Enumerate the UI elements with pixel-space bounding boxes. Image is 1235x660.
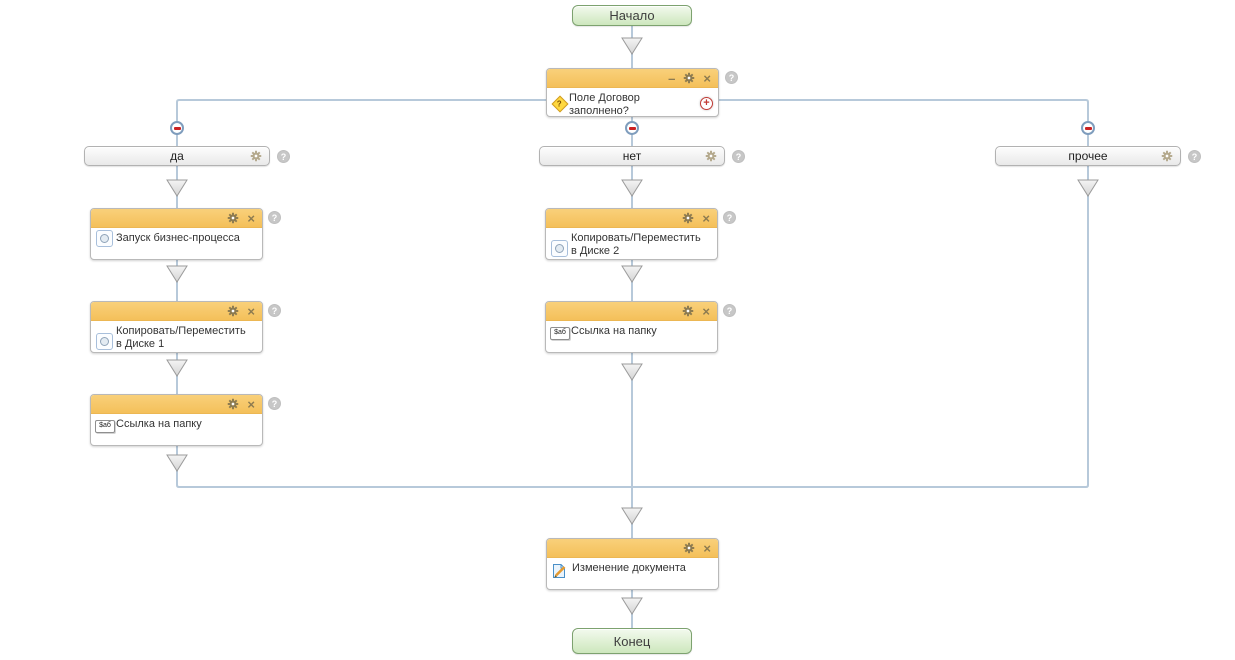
start-node[interactable]: Начало: [572, 5, 692, 26]
block-title: Поле Договор заполнено?: [569, 92, 640, 117]
settings-gear-icon[interactable]: [227, 212, 239, 224]
block-body: Копировать/Переместить в Диске 1: [91, 321, 262, 355]
block-title: Ссылка на папку: [116, 418, 202, 430]
collapse-branch-icon[interactable]: [625, 121, 639, 135]
activity-block[interactable]: × $аб Ссылка на папку: [90, 394, 263, 446]
block-header: – ×: [547, 69, 718, 88]
arrow-down-icon: [621, 597, 643, 615]
arrow-down-icon: [621, 507, 643, 525]
block-header: ×: [91, 209, 262, 228]
block-title: Копировать/Переместить в Диске 1: [116, 325, 246, 350]
arrow-down-icon: [1077, 179, 1099, 197]
block-body: $аб Ссылка на папку: [546, 321, 717, 345]
settings-gear-icon[interactable]: [683, 72, 695, 84]
block-title: Изменение документа: [572, 562, 686, 574]
help-icon[interactable]: ?: [268, 304, 281, 317]
settings-gear-icon[interactable]: [227, 305, 239, 317]
block-body: Копировать/Переместить в Диске 2: [546, 228, 717, 262]
variable-text-icon: $аб: [550, 327, 570, 340]
close-icon[interactable]: ×: [702, 210, 710, 226]
settings-gear-icon[interactable]: [682, 212, 694, 224]
close-icon[interactable]: ×: [247, 396, 255, 412]
arrow-down-icon: [621, 37, 643, 55]
help-icon[interactable]: ?: [277, 150, 290, 163]
arrow-down-icon: [621, 265, 643, 283]
block-title: Запуск бизнес-процесса: [116, 232, 240, 244]
arrow-down-icon: [621, 363, 643, 381]
block-title: Ссылка на папку: [571, 325, 657, 337]
settings-gear-icon[interactable]: [705, 150, 717, 162]
arrow-down-icon: [166, 359, 188, 377]
condition-diamond-icon: ?: [551, 95, 569, 113]
settings-gear-icon[interactable]: [227, 398, 239, 410]
end-node[interactable]: Конец: [572, 628, 692, 654]
branch-label: прочее: [1068, 149, 1108, 163]
branch-label: да: [170, 149, 184, 163]
branch-label: нет: [622, 149, 642, 163]
branch-bar-yes[interactable]: да: [84, 146, 270, 166]
help-icon[interactable]: ?: [725, 71, 738, 84]
block-header: ×: [91, 395, 262, 414]
block-header: ×: [546, 302, 717, 321]
document-edit-icon: [551, 563, 567, 579]
block-header: ×: [547, 539, 718, 558]
block-header: ×: [546, 209, 717, 228]
business-process-icon: [96, 230, 113, 247]
close-icon[interactable]: ×: [247, 210, 255, 226]
block-body: $аб Ссылка на папку: [91, 414, 262, 438]
add-branch-icon[interactable]: +: [700, 97, 713, 110]
collapse-branch-icon[interactable]: [1081, 121, 1095, 135]
branch-bar-no[interactable]: нет: [539, 146, 725, 166]
close-icon[interactable]: ×: [702, 303, 710, 319]
close-icon[interactable]: ×: [703, 540, 711, 556]
help-icon[interactable]: ?: [723, 304, 736, 317]
block-title: Копировать/Переместить в Диске 2: [571, 232, 701, 257]
minimize-icon[interactable]: –: [668, 70, 676, 86]
help-icon[interactable]: ?: [268, 397, 281, 410]
help-icon[interactable]: ?: [732, 150, 745, 163]
activity-block-final[interactable]: × Изменение документа: [546, 538, 719, 590]
settings-gear-icon[interactable]: [683, 542, 695, 554]
arrow-down-icon: [166, 454, 188, 472]
business-process-icon: [96, 333, 113, 350]
business-process-icon: [551, 240, 568, 257]
variable-text-icon: $аб: [95, 420, 115, 433]
activity-block[interactable]: × Копировать/Переместить в Диске 2: [545, 208, 718, 260]
settings-gear-icon[interactable]: [250, 150, 262, 162]
help-icon[interactable]: ?: [268, 211, 281, 224]
activity-block[interactable]: × Запуск бизнес-процесса: [90, 208, 263, 260]
condition-question-mark: ?: [556, 99, 562, 109]
settings-gear-icon[interactable]: [1161, 150, 1173, 162]
arrow-down-icon: [166, 265, 188, 283]
help-icon[interactable]: ?: [723, 211, 736, 224]
help-icon[interactable]: ?: [1188, 150, 1201, 163]
activity-block[interactable]: × $аб Ссылка на папку: [545, 301, 718, 353]
block-body: ? Поле Договор заполнено? +: [547, 88, 718, 122]
settings-gear-icon[interactable]: [682, 305, 694, 317]
branch-bar-other[interactable]: прочее: [995, 146, 1181, 166]
block-body: Изменение документа: [547, 558, 718, 582]
arrow-down-icon: [166, 179, 188, 197]
close-icon[interactable]: ×: [703, 70, 711, 86]
condition-block[interactable]: – × ? Поле Договор заполнено? +: [546, 68, 719, 117]
block-header: ×: [91, 302, 262, 321]
flow-arrows: [166, 37, 1099, 615]
close-icon[interactable]: ×: [247, 303, 255, 319]
arrow-down-icon: [621, 179, 643, 197]
block-body: Запуск бизнес-процесса: [91, 228, 262, 252]
activity-block[interactable]: × Копировать/Переместить в Диске 1: [90, 301, 263, 353]
collapse-branch-icon[interactable]: [170, 121, 184, 135]
